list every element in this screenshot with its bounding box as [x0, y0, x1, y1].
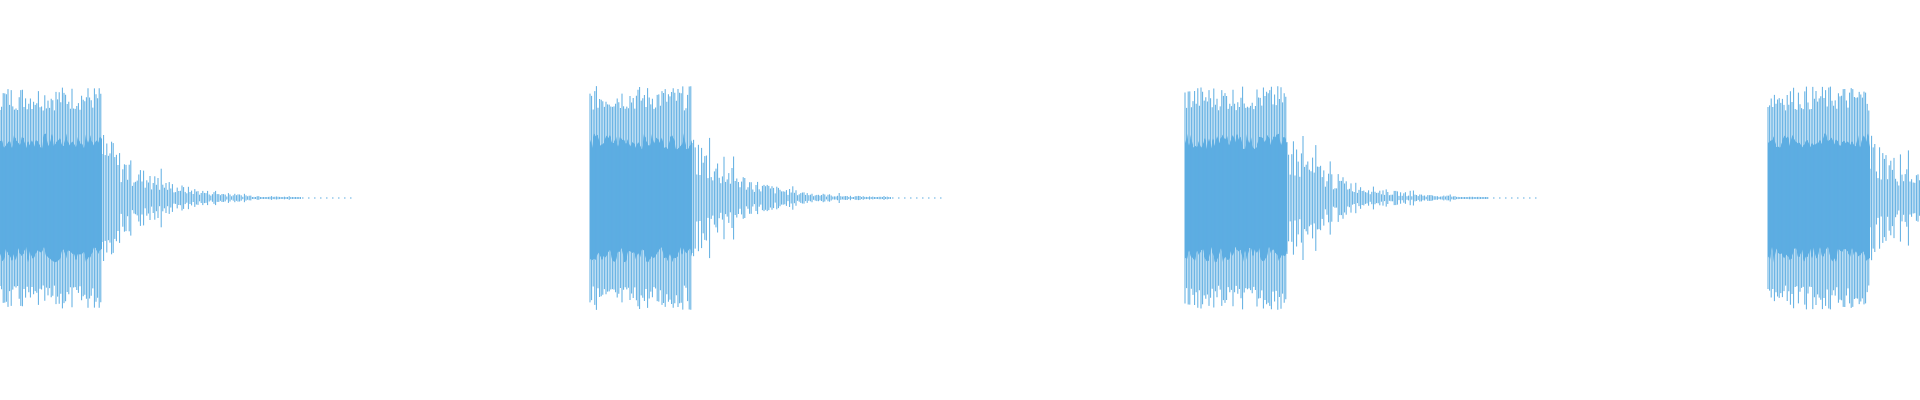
burst-4 [1767, 86, 1920, 310]
burst-3 [1184, 86, 1537, 310]
waveform-bursts [0, 86, 1920, 310]
burst-1 [0, 87, 352, 309]
burst-2 [589, 86, 942, 310]
